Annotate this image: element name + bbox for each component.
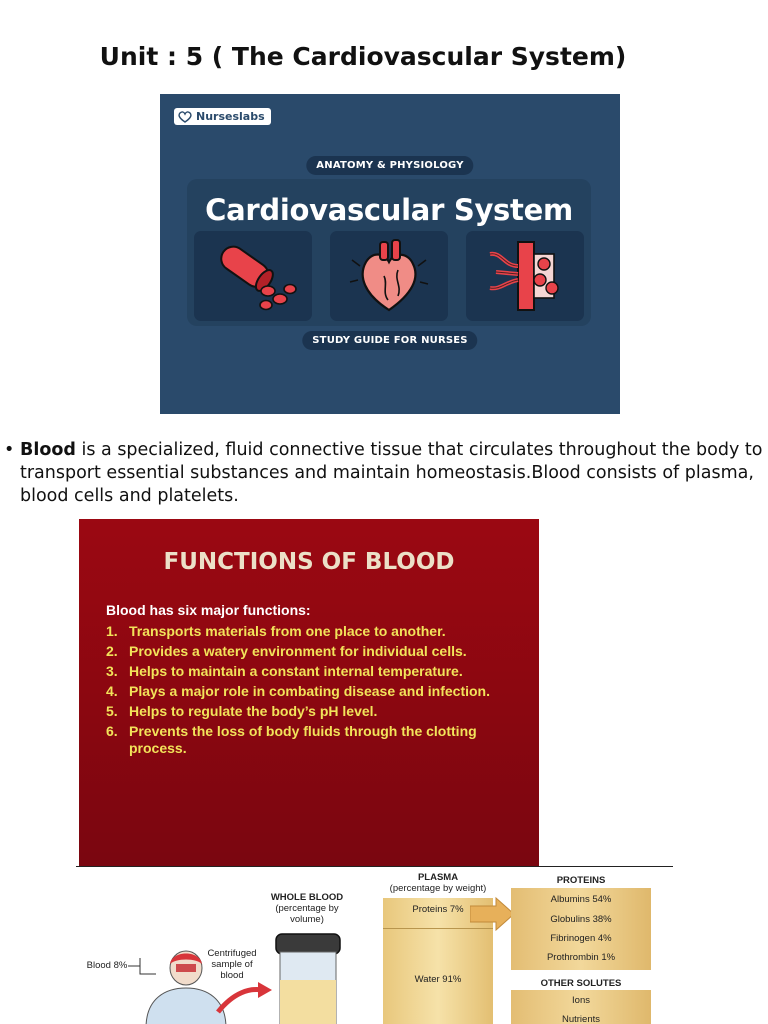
other-solutes-title: OTHER SOLUTES bbox=[540, 978, 622, 989]
bullet-icon: • bbox=[4, 440, 15, 460]
plasma-title: PLASMA bbox=[417, 872, 459, 883]
protein-item: Globulins 38% bbox=[550, 914, 612, 925]
plasma-proteins-label: Proteins 7% bbox=[412, 904, 464, 915]
blood-vessel-tile bbox=[194, 231, 312, 321]
blood-definition-paragraph: •Blood is a specialized, fluid connectiv… bbox=[2, 439, 766, 508]
banner-heading: Cardiovascular System bbox=[205, 193, 573, 227]
banner-panel: Cardiovascular System bbox=[187, 179, 591, 326]
functions-of-blood-slide: FUNCTIONS OF BLOOD Blood has six major f… bbox=[79, 519, 539, 866]
functions-list: 1.Transports materials from one place to… bbox=[106, 623, 526, 760]
protein-item: Prothrombin 1% bbox=[546, 952, 616, 963]
blood-vessel-icon bbox=[220, 245, 297, 310]
protein-item: Albumins 54% bbox=[550, 894, 612, 905]
study-guide-pill: STUDY GUIDE FOR NURSES bbox=[302, 331, 478, 350]
heart-tile bbox=[330, 231, 448, 321]
capillary-tile bbox=[466, 231, 584, 321]
proteins-title: PROTEINS bbox=[556, 875, 606, 886]
functions-title: FUNCTIONS OF BLOOD bbox=[163, 549, 455, 575]
test-tube-icon bbox=[275, 933, 341, 1024]
heart-hands-icon bbox=[178, 110, 192, 123]
whole-blood-sub: (percentage by volume) bbox=[275, 903, 339, 925]
nurseslabs-logo: Nurseslabs bbox=[174, 108, 271, 125]
proteins-box: Albumins 54% Globulins 38% Fibrinogen 4%… bbox=[511, 888, 651, 970]
person-figure-icon bbox=[145, 950, 227, 1024]
solute-item: Ions bbox=[572, 995, 590, 1006]
plasma-sub: (percentage by weight) bbox=[389, 883, 487, 894]
function-item: 1.Transports materials from one place to… bbox=[106, 623, 446, 639]
brand-name: Nurseslabs bbox=[196, 110, 265, 123]
blood-pct-label: Blood 8% bbox=[86, 960, 128, 971]
page-title: Unit : 5 ( The Cardiovascular System) bbox=[99, 42, 627, 71]
protein-item: Fibrinogen 4% bbox=[550, 933, 612, 944]
arrow-icon bbox=[216, 982, 272, 1014]
centrifuged-label: Centrifuged sample of blood bbox=[207, 948, 257, 981]
cardiovascular-banner: Nurseslabs ANATOMY & PHYSIOLOGY Cardiova… bbox=[160, 94, 620, 414]
blood-term: Blood bbox=[20, 440, 76, 460]
function-item: 4.Plays a major role in combating diseas… bbox=[106, 683, 490, 699]
solute-item: Nutrients bbox=[561, 1014, 600, 1024]
section-divider bbox=[76, 866, 673, 867]
blood-definition-text: is a specialized, fluid connective tissu… bbox=[20, 440, 763, 506]
plasma-water-label: Water 91% bbox=[414, 974, 462, 985]
arrow-right-icon bbox=[470, 896, 515, 932]
function-item: 5.Helps to regulate the body’s pH level. bbox=[106, 703, 378, 719]
capillary-icon bbox=[489, 241, 559, 311]
function-item: 6.Prevents the loss of body fluids throu… bbox=[106, 723, 477, 756]
functions-intro: Blood has six major functions: bbox=[106, 602, 311, 618]
whole-blood-title: WHOLE BLOOD bbox=[270, 892, 344, 903]
function-item: 3.Helps to maintain a constant internal … bbox=[106, 663, 463, 679]
blood-composition-diagram: Blood 8% Centrifuged sample of blood WHO… bbox=[76, 868, 696, 1024]
other-solutes-box: Ions Nutrients bbox=[511, 990, 651, 1024]
heart-icon bbox=[349, 239, 429, 312]
pointer-line bbox=[128, 958, 156, 975]
function-item: 2.Provides a watery environment for indi… bbox=[106, 643, 467, 659]
anatomy-physiology-pill: ANATOMY & PHYSIOLOGY bbox=[306, 156, 474, 175]
